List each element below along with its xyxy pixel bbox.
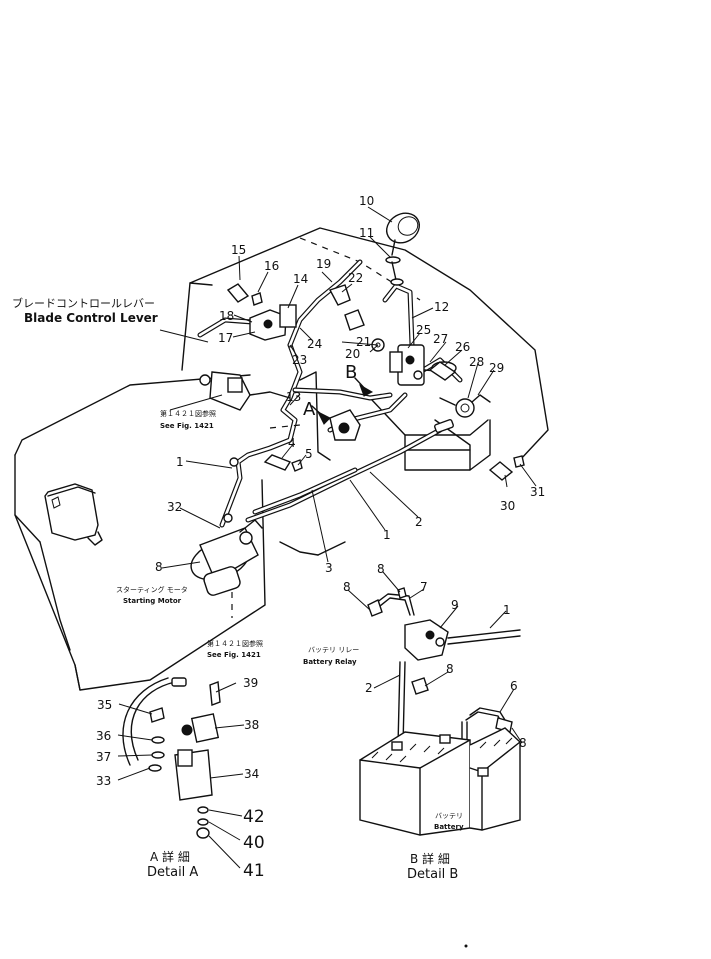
- part-number-6: 6: [510, 679, 518, 693]
- part-number-28: 28: [469, 355, 484, 369]
- text-labels: ブレードコントロールレバー Blade Control Lever 第１４２１図…: [12, 296, 464, 882]
- detail-a-title-jp: A 詳 細: [150, 849, 190, 864]
- bolts-main: [226, 283, 525, 481]
- part-number-26: 26: [455, 340, 470, 354]
- part-number-10: 10: [359, 194, 374, 208]
- part-number-3: 3: [325, 561, 333, 575]
- battery-label-jp: バッテリ: [435, 812, 463, 820]
- part-number-14: 14: [293, 272, 308, 286]
- blade-control-label-en: Blade Control Lever: [24, 311, 158, 325]
- part-number-12: 12: [434, 300, 449, 314]
- muffler-cap: [44, 483, 103, 546]
- part-number-34: 34: [244, 767, 259, 781]
- part-number-8b: 8: [377, 562, 385, 576]
- engine-hood-outline: [14, 371, 346, 691]
- see-fig-leader-1: [269, 424, 301, 429]
- part-number-41: 41: [243, 861, 265, 881]
- view-arrow-a: [311, 405, 331, 425]
- part-number-2b: 2: [365, 681, 373, 695]
- starting-motor-label-en: Starting Motor: [123, 597, 182, 605]
- part-number-35: 35: [97, 698, 112, 712]
- part-number-27: 27: [433, 332, 448, 346]
- battery-relay-label-jp: バッテリ リレー: [308, 646, 359, 654]
- battery-right: [469, 727, 521, 831]
- part-number-21: 21: [356, 335, 371, 349]
- part-number-1b: 1: [383, 528, 391, 542]
- detail-a-title-en: Detail A: [147, 865, 198, 880]
- view-arrow-b: [354, 377, 374, 397]
- see-fig-label-jp-2: 第１４２１図参照: [207, 639, 263, 648]
- part-number-18: 18: [219, 309, 234, 323]
- part-number-39: 39: [243, 676, 258, 690]
- battery-box-main: [371, 399, 491, 471]
- part-number-40: 40: [243, 833, 265, 853]
- part-number-2a: 2: [415, 515, 423, 529]
- part-number-11: 11: [359, 226, 374, 240]
- fuse-box: [209, 371, 291, 411]
- switch-bracket: [329, 409, 361, 441]
- part-number-1c: 1: [503, 603, 511, 617]
- part-number-8d: 8: [446, 662, 454, 676]
- part-number-7: 7: [420, 580, 428, 594]
- part-number-25: 25: [416, 323, 431, 337]
- speck: [464, 944, 468, 948]
- detail-a-drawing: [122, 677, 221, 839]
- part-number-33: 33: [96, 774, 111, 788]
- see-fig-label-en-2: See Fig. 1421: [207, 651, 261, 659]
- part-number-42: 42: [243, 807, 265, 827]
- detail-b-title-jp: B 詳 細: [410, 851, 450, 866]
- work-lamp: [385, 212, 421, 286]
- see-fig-label-jp-1: 第１４２１図参照: [160, 409, 216, 418]
- part-number-36: 36: [96, 729, 111, 743]
- part-number-4: 4: [288, 436, 296, 450]
- part-number-13: 13: [286, 390, 301, 404]
- part-number-31: 31: [530, 485, 545, 499]
- part-number-16: 16: [264, 259, 279, 273]
- part-number-24: 24: [307, 337, 322, 351]
- part-number-30: 30: [500, 499, 515, 513]
- lever-switch-group: [249, 284, 385, 352]
- part-numbers: 10 11 15 16 19 14 22 12 18 17 24 21 25 2…: [96, 194, 545, 881]
- terminal-ends: [199, 374, 454, 523]
- blade-control-label-jp: ブレードコントロールレバー: [12, 296, 155, 310]
- detail-b-title-en: Detail B: [407, 867, 458, 882]
- leader-lines: [117, 206, 537, 869]
- part-number-32: 32: [167, 500, 182, 514]
- part-number-37: 37: [96, 750, 111, 764]
- starting-motor: [190, 519, 263, 596]
- part-number-19: 19: [316, 257, 331, 271]
- part-number-29: 29: [489, 361, 504, 375]
- part-number-5: 5: [305, 447, 313, 461]
- part-number-17: 17: [218, 331, 233, 345]
- starting-motor-label-jp: スターティング モータ: [116, 585, 188, 594]
- part-number-8e: 8: [519, 736, 527, 750]
- battery-label-en: Battery: [434, 823, 464, 831]
- part-number-15: 15: [231, 243, 246, 257]
- see-fig-label-en-1: See Fig. 1421: [160, 422, 214, 430]
- part-number-1a: 1: [176, 455, 184, 469]
- view-letter-a: A: [303, 399, 316, 420]
- part-number-38: 38: [244, 718, 259, 732]
- part-number-20: 20: [345, 347, 360, 361]
- part-number-9: 9: [451, 598, 459, 612]
- part-number-8a: 8: [155, 560, 163, 574]
- part-number-22: 22: [348, 271, 363, 285]
- part-number-8c: 8: [343, 580, 351, 594]
- part-number-23: 23: [292, 353, 307, 367]
- battery-relay-label-en: Battery Relay: [303, 658, 357, 666]
- view-letter-b: B: [345, 362, 357, 383]
- horn-assembly: [439, 394, 491, 418]
